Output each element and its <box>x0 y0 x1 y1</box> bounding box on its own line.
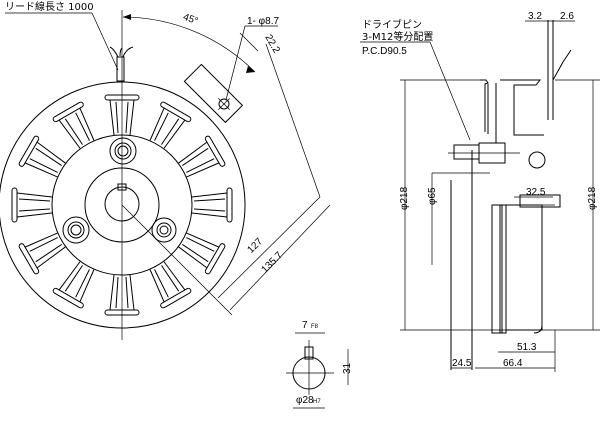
fin <box>178 135 226 178</box>
side-view <box>360 20 600 372</box>
lead-wire-label: リード線長さ 1000 <box>5 0 94 13</box>
dim-135-7 <box>229 204 331 311</box>
hole-label: 1- φ8.7 <box>247 16 279 27</box>
fins <box>11 94 233 316</box>
height-label: 31 <box>342 362 353 374</box>
bore-label: φ28 <box>296 395 314 406</box>
dim-22-2-label: 22.2 <box>262 33 281 56</box>
pcd-label: P.C.D90.5 <box>362 46 407 57</box>
bolt-hole-top <box>109 137 137 165</box>
drive-pin-label: ドライブピン <box>362 18 422 31</box>
fin <box>149 261 192 309</box>
tab-extension <box>265 43 321 198</box>
dim-2-6-label: 2.6 <box>560 11 574 22</box>
dim-127-label: 127 <box>246 236 266 256</box>
fin <box>18 135 66 178</box>
dim-22-2 <box>239 32 259 52</box>
fin <box>18 232 66 275</box>
lead-leader <box>91 12 119 71</box>
dim-218-right-label: φ218 <box>587 186 598 210</box>
fin <box>104 274 140 316</box>
front-view <box>0 10 331 340</box>
fin <box>149 101 192 149</box>
hole-leader <box>225 25 246 101</box>
fin <box>104 94 140 136</box>
mounting-tab <box>183 63 244 124</box>
dim-218-left-label: φ218 <box>399 186 410 210</box>
dim-66-4-label: 66.4 <box>503 358 523 369</box>
dim-65-label: φ65 <box>427 187 438 205</box>
dim-32-5-label: 32.5 <box>526 187 546 198</box>
bore-tol-label: H7 <box>313 399 321 405</box>
fin <box>52 261 95 309</box>
dim-127 <box>217 196 321 299</box>
fin <box>11 187 53 223</box>
drive-pin-spec: 3-M12等分配置 <box>362 30 433 43</box>
fin <box>191 187 233 223</box>
bolt-hole-right <box>151 217 177 243</box>
key-tol-label: F8 <box>311 324 319 330</box>
centerline-45 <box>121 204 233 316</box>
angle-arc <box>122 16 256 73</box>
dim-24-5-label: 24.5 <box>452 358 472 369</box>
angle-label: 45° <box>181 12 199 28</box>
dim-51-3-label: 51.3 <box>517 342 537 353</box>
dim-3-2-label: 3.2 <box>528 11 542 22</box>
keyway-detail <box>286 332 349 409</box>
key-width-label: 7 <box>302 320 308 331</box>
lead-wire <box>109 46 134 82</box>
fin <box>178 232 226 275</box>
bolt-hole-left <box>62 216 90 244</box>
fin <box>52 101 95 149</box>
